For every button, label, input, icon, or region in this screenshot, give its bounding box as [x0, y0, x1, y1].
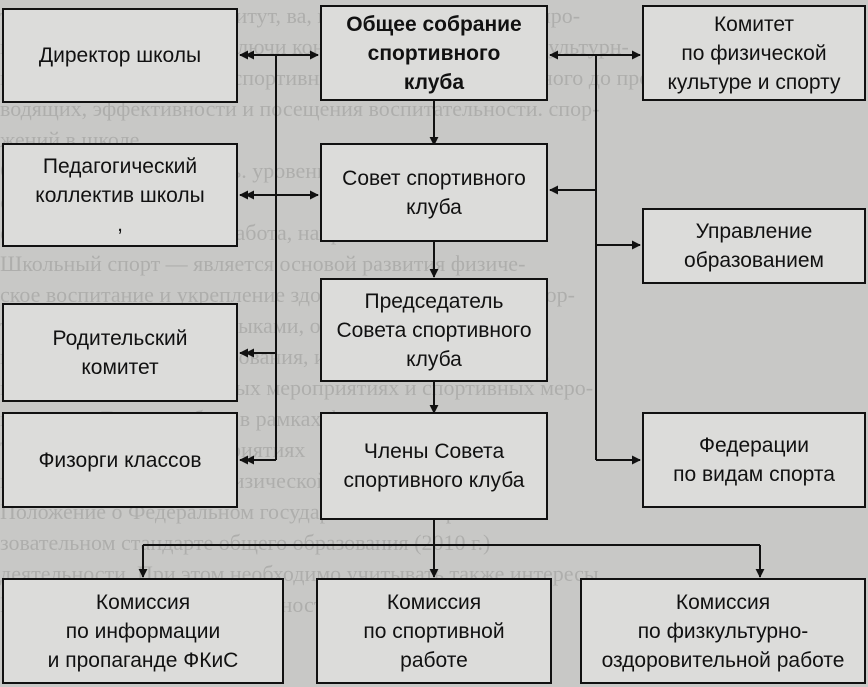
box-council-members: Члены Совета спортивного клуба [320, 412, 548, 520]
box-committee-sport: Комитет по физической культуре и спорту [642, 5, 866, 101]
box-teachers: Педагогический коллектив школы , [2, 143, 238, 247]
box-commission-health: Комиссия по физкультурно- оздоровительно… [580, 578, 866, 684]
box-parents: Родительский комитет [2, 303, 238, 402]
box-education-dept: Управление образованием [642, 208, 866, 284]
box-federations: Федерации по видам спорта [642, 412, 866, 508]
box-director: Директор школы [2, 8, 238, 103]
box-commission-sport: Комиссия по спортивной работе [316, 578, 552, 684]
box-general-meeting: Общее собрание спортивного клуба [320, 5, 548, 101]
box-council: Совет спортивного клуба [320, 143, 548, 242]
box-fizorgs: Физорги классов [2, 412, 238, 508]
box-chairman: Председатель Совета спортивного клуба [320, 278, 548, 382]
box-commission-info: Комиссия по информации и пропаганде ФКиС [2, 578, 284, 684]
